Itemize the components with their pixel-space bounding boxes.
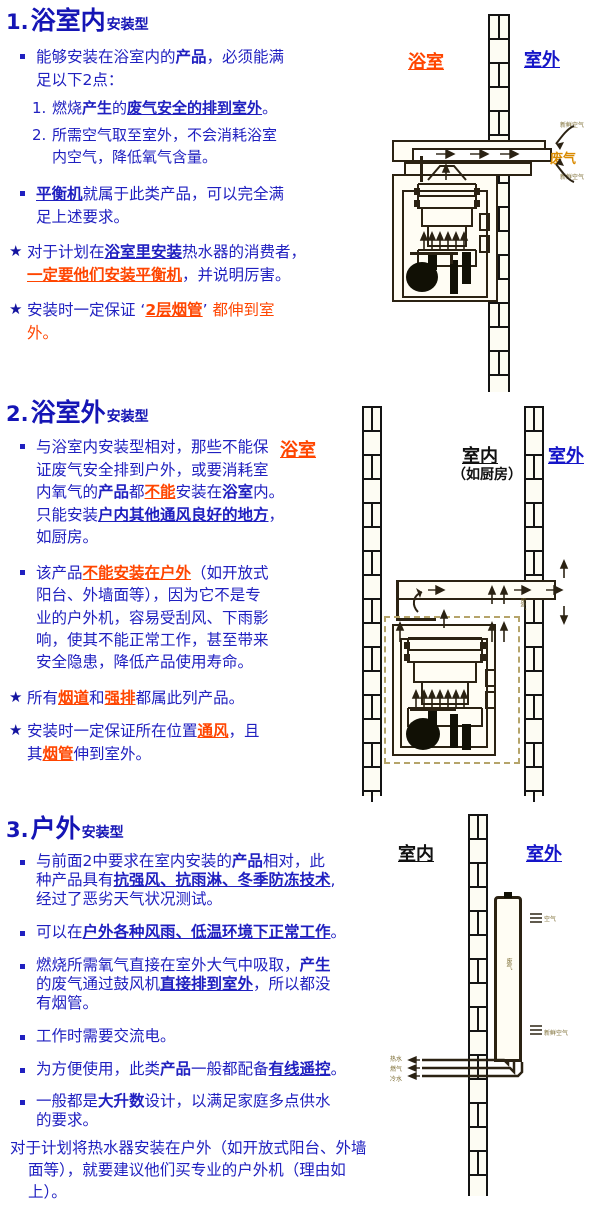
outdoor-heater-body bbox=[494, 896, 522, 1062]
label-fresh-air-bottom: 新鲜空气 bbox=[560, 174, 585, 181]
numbered-item: 2. 所需空气取至室外，不会消耗浴室内空气，降低氧气含量。 bbox=[32, 125, 278, 166]
figure-outdoor: 室内 室外 废气 空气 新鲜空气 bbox=[384, 814, 612, 1196]
label-air-bottom: 新鲜空气 bbox=[544, 1030, 569, 1037]
flue-foot bbox=[396, 618, 436, 621]
section-bathroom-outside: 2.浴室外安装型 与浴室内安装型相对，那些不能保 证废气安全排到户外，或要消耗室… bbox=[0, 396, 612, 804]
section-2-title-suffix: 安装型 bbox=[106, 409, 149, 425]
label-gas: 燃气 bbox=[390, 1066, 403, 1073]
bullet-item: 可以在户外各种风雨、低温环境下正常工作。 bbox=[14, 923, 418, 942]
label-indoor-sub: （如厨房） bbox=[452, 467, 522, 483]
heater-top-cap bbox=[504, 892, 512, 898]
gas-valve-2 bbox=[462, 252, 471, 284]
section-3-number: 3. bbox=[6, 818, 29, 842]
section-3-text-column: 3.户外安装型 与前面2中要求在室内安装的产品相对，此 种产品具有抗强风、抗雨淋… bbox=[6, 814, 418, 1207]
flue-drop bbox=[396, 580, 399, 620]
label-outdoor: 室外 bbox=[524, 50, 560, 71]
section-1-title: 浴室内 bbox=[30, 6, 106, 35]
section-2-text-column: 2.浴室外安装型 与浴室内安装型相对，那些不能保 证废气安全排到户外，或要消耗室… bbox=[6, 398, 366, 772]
section-1-number: 1. bbox=[6, 10, 29, 34]
bullet-item: 该产品不能安装在户外（如开放式 阳台、外墙面等），因为它不是专 业的户外机，容易… bbox=[14, 562, 366, 674]
section-outdoor: 3.户外安装型 与前面2中要求在室内安装的产品相对，此 种产品具有抗强风、抗雨淋… bbox=[0, 812, 612, 1201]
manifold-line bbox=[410, 252, 458, 255]
manifold-line bbox=[410, 708, 456, 711]
label-indoor: 室内 bbox=[462, 446, 498, 467]
air-intake-arrows bbox=[530, 913, 542, 1035]
flue-arrows bbox=[412, 558, 569, 626]
section-1-title-suffix: 安装型 bbox=[106, 17, 149, 33]
bullet-item: 一般都是大升数设计，以满足家庭多点供水 的要求。 bbox=[14, 1092, 418, 1130]
flow-arrows bbox=[436, 148, 520, 160]
section-1-heading: 1.浴室内安装型 bbox=[6, 6, 386, 35]
water-gas-connections bbox=[407, 1055, 524, 1081]
section-bathroom-inside: 1.浴室内安装型 能够安装在浴室内的产品，必须能满 足以下2点： 1. 燃烧产生… bbox=[0, 0, 612, 392]
bullet-item: 平衡机就属于此类产品，可以完全满足上述要求。 bbox=[14, 183, 386, 228]
star-item: 所有烟道和强排都属此列产品。 bbox=[9, 687, 366, 709]
label-exhaust: 废气 bbox=[519, 598, 526, 610]
gas-valve-2 bbox=[462, 724, 471, 750]
section-2-heading: 2.浴室外安装型 bbox=[6, 398, 366, 427]
feed-pipe-vertical bbox=[420, 156, 423, 182]
bullet-item: 燃烧所需氧气直接在室外大气中吸取，产生 的废气通过鼓风机直接排到室外，所以都没 … bbox=[14, 956, 418, 1013]
closing-paragraph: 对于计划将热水器安装在户外（如开放式阳台、外墙 面等），就要建议他们买专业的户外… bbox=[10, 1139, 367, 1202]
section-2-title: 浴室外 bbox=[30, 398, 106, 427]
fresh-air-arrows bbox=[555, 125, 575, 183]
manifold-drop bbox=[450, 252, 453, 264]
section-3-title: 户外 bbox=[30, 814, 81, 843]
fan-shaft bbox=[428, 254, 437, 270]
label-outdoor: 室外 bbox=[548, 446, 584, 467]
fan-shaft bbox=[428, 710, 437, 726]
heater-internals bbox=[414, 162, 490, 267]
bullet-item: 工作时需要交流电。 bbox=[14, 1027, 418, 1046]
gas-valve-1 bbox=[450, 714, 458, 748]
section-3-title-suffix: 安装型 bbox=[81, 825, 124, 841]
brick-wall-left bbox=[362, 406, 382, 802]
label-fresh-air-top: 新鲜空气 bbox=[560, 122, 585, 129]
section-3-heading: 3.户外安装型 bbox=[6, 814, 418, 843]
label-outdoor: 室外 bbox=[526, 844, 562, 865]
figure-bathroom-outside: 浴室 室内 （如厨房） 室外 bbox=[280, 402, 612, 802]
label-exhaust: 废气 bbox=[505, 958, 512, 970]
gas-valve-1 bbox=[450, 260, 458, 294]
star-item: 对于计划在浴室里安装热水器的消费者，一定要他们安装平衡机，并说明厉害。 bbox=[9, 241, 386, 286]
label-bathroom: 浴室 bbox=[408, 52, 444, 73]
label-indoor: 室内 bbox=[398, 844, 434, 865]
numbered-item: 1. 燃烧产生的废气安全的排到室外。 bbox=[32, 99, 278, 118]
label-bathroom: 浴室 bbox=[280, 440, 316, 461]
section-2-number: 2. bbox=[6, 402, 29, 426]
brick-wall-right bbox=[524, 406, 544, 802]
label-cold-water: 冷水 bbox=[390, 1076, 403, 1083]
section-1-text-column: 1.浴室内安装型 能够安装在浴室内的产品，必须能满 足以下2点： 1. 燃烧产生… bbox=[6, 6, 386, 351]
label-hot-water: 热水 bbox=[390, 1056, 403, 1063]
star-item: 安装时一定保证所在位置通风，且 其烟管伸到室外。 bbox=[9, 720, 366, 765]
brick-wall bbox=[468, 814, 488, 1196]
room-boundary bbox=[384, 616, 520, 764]
bullet-item: 与浴室内安装型相对，那些不能保 证废气安全排到户外，或要消耗室 内氧气的产品都不… bbox=[14, 436, 366, 548]
figure-bathroom-inside: 浴室 室外 bbox=[384, 4, 612, 392]
bullet-item: 能够安装在浴室内的产品，必须能满 足以下2点： bbox=[14, 46, 386, 91]
bullet-item: 为方便使用，此类产品一般都配备有线遥控。 bbox=[14, 1060, 418, 1079]
label-air-top: 空气 bbox=[544, 916, 557, 923]
bullet-item: 与前面2中要求在室内安装的产品相对，此 种产品具有抗强风、抗雨淋、冬季防冻技术,… bbox=[14, 852, 418, 909]
